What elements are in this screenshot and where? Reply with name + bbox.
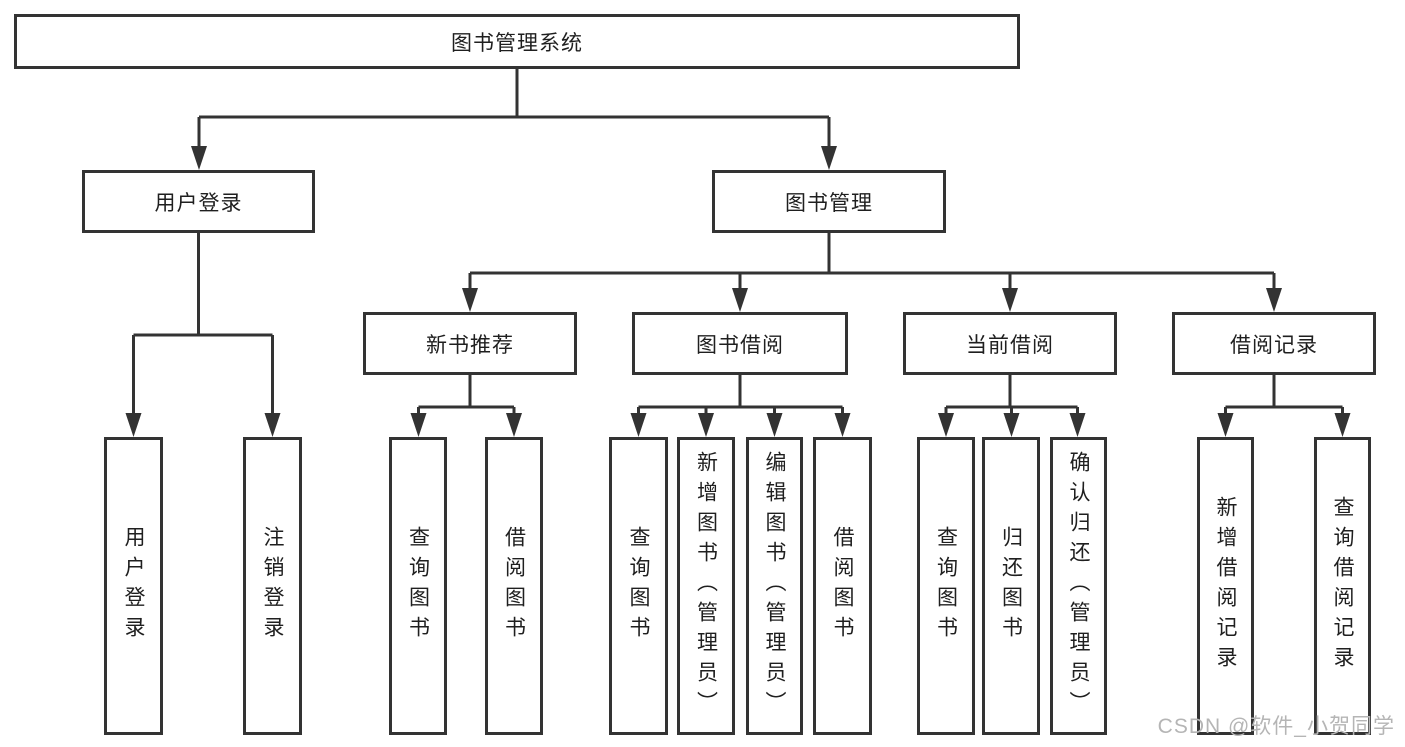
node-cb-confirm-return: 确认归还（管理员）: [1050, 437, 1107, 735]
watermark-text: CSDN @软件_小贺同学: [1157, 715, 1395, 738]
arrow-down-icon: [630, 413, 647, 437]
arrow-down-icon: [766, 413, 783, 437]
connector-user-login-children: [125, 233, 281, 437]
node-user-login-label: 用户登录: [154, 191, 243, 215]
node-bb-query-books: 查询图书: [609, 437, 668, 735]
connector-root-to-level2: [191, 69, 837, 170]
node-rec-borrow-books-label: 借阅图书: [502, 526, 526, 646]
node-bb-add-books: 新增图书（管理员）: [677, 437, 735, 735]
node-borrow-records-label: 借阅记录: [1230, 333, 1318, 357]
node-logout-child: 注销登录: [243, 437, 302, 735]
arrow-down-icon: [191, 146, 207, 170]
node-current-borrow: 当前借阅: [903, 312, 1117, 375]
arrow-down-icon: [1266, 288, 1282, 312]
node-bb-query-books-label: 查询图书: [627, 526, 650, 646]
node-book-mgmt: 图书管理: [712, 170, 946, 233]
node-cb-confirm-return-label: 确认归还（管理员）: [1067, 451, 1090, 721]
node-current-borrow-label: 当前借阅: [966, 333, 1054, 357]
connector-book-mgmt-to-level3: [462, 233, 1282, 312]
arrow-down-icon: [506, 413, 522, 437]
node-book-borrow: 图书借阅: [632, 312, 848, 375]
node-cb-query-books-label: 查询图书: [934, 526, 958, 646]
node-br-query-record: 查询借阅记录: [1314, 437, 1371, 735]
node-rec-query-books: 查询图书: [389, 437, 447, 735]
node-new-book-rec-label: 新书推荐: [426, 333, 514, 357]
node-book-borrow-label: 图书借阅: [696, 333, 784, 357]
node-br-add-record: 新增借阅记录: [1197, 437, 1254, 735]
node-br-add-record-label: 新增借阅记录: [1214, 496, 1237, 676]
arrow-down-icon: [1069, 413, 1086, 437]
node-borrow-records: 借阅记录: [1172, 312, 1376, 375]
arrow-down-icon: [410, 413, 427, 437]
arrow-down-icon: [698, 413, 714, 437]
arrow-down-icon: [1334, 413, 1351, 437]
connector-new-book-rec-children: [410, 375, 522, 437]
node-rec-query-books-label: 查询图书: [406, 526, 430, 646]
arrow-down-icon: [1003, 413, 1020, 437]
node-login-child: 用户登录: [104, 437, 163, 735]
node-cb-query-books: 查询图书: [917, 437, 975, 735]
node-bb-borrow-books-label: 借阅图书: [831, 526, 854, 646]
node-root: 图书管理系统: [14, 14, 1020, 69]
arrow-down-icon: [821, 146, 837, 170]
node-root-label: 图书管理系统: [451, 31, 583, 55]
arrow-down-icon: [732, 288, 748, 312]
node-bb-add-books-label: 新增图书（管理员）: [694, 451, 718, 721]
node-cb-return-books-label: 归还图书: [999, 526, 1023, 646]
arrow-down-icon: [125, 413, 142, 437]
connector-borrow-records-children: [1217, 375, 1351, 437]
arrow-down-icon: [938, 413, 954, 437]
node-cb-return-books: 归还图书: [982, 437, 1040, 735]
connector-book-borrow-children: [630, 375, 851, 437]
node-new-book-rec: 新书推荐: [363, 312, 577, 375]
arrow-down-icon: [264, 413, 281, 437]
arrow-down-icon: [1002, 288, 1018, 312]
node-login-child-label: 用户登录: [122, 526, 145, 646]
arrow-down-icon: [1217, 413, 1234, 437]
node-logout-child-label: 注销登录: [261, 526, 284, 646]
node-bb-edit-books-label: 编辑图书（管理员）: [763, 451, 786, 721]
arrow-down-icon: [462, 288, 478, 312]
node-rec-borrow-books: 借阅图书: [485, 437, 543, 735]
node-book-mgmt-label: 图书管理: [785, 191, 873, 215]
node-bb-edit-books: 编辑图书（管理员）: [746, 437, 803, 735]
connector-current-borrow-children: [938, 375, 1086, 437]
arrow-down-icon: [834, 413, 851, 437]
node-bb-borrow-books: 借阅图书: [813, 437, 872, 735]
node-user-login: 用户登录: [82, 170, 315, 233]
node-br-query-record-label: 查询借阅记录: [1331, 496, 1354, 676]
